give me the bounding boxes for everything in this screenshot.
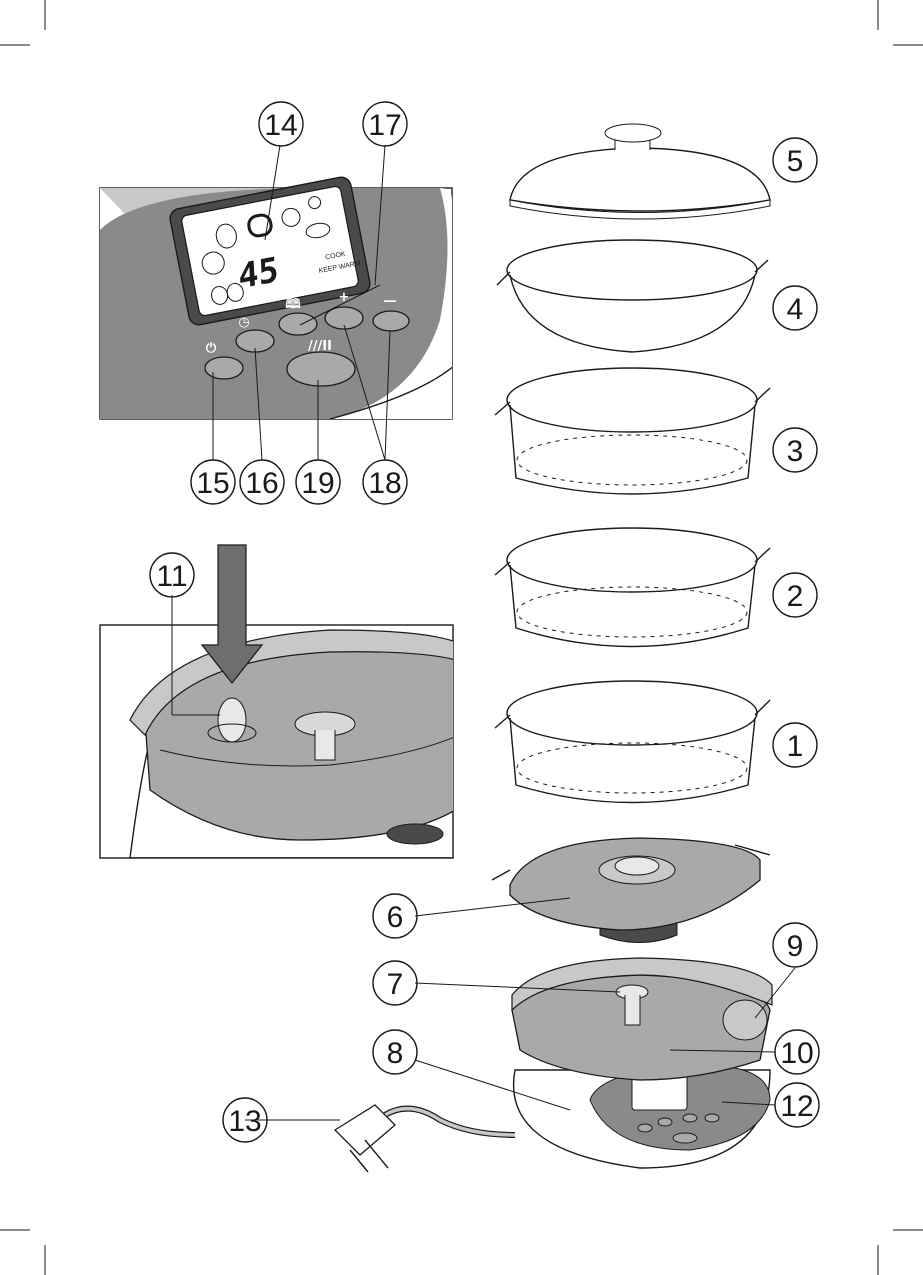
power-cord (333, 1104, 516, 1173)
svg-text:8: 8 (387, 1037, 404, 1070)
egg-icon (308, 196, 322, 210)
svg-text:12: 12 (780, 1090, 813, 1123)
svg-text:6: 6 (387, 901, 404, 934)
fish-icon (201, 251, 225, 275)
minus-button[interactable] (372, 310, 410, 332)
basket-3 (494, 367, 771, 495)
svg-text:1: 1 (787, 730, 804, 763)
start-pause-button[interactable] (286, 351, 356, 387)
spout-handle (722, 999, 768, 1041)
callout-15: 15 (190, 459, 236, 505)
lid-knob (604, 123, 662, 143)
svg-text:11: 11 (156, 560, 187, 593)
callout-4: 4 (772, 285, 818, 331)
svg-text:15: 15 (196, 467, 229, 500)
timer-segment-icon (247, 213, 273, 238)
callout-10: 10 (774, 1029, 820, 1075)
svg-text:2: 2 (787, 580, 804, 613)
plug (333, 1104, 396, 1156)
svg-text:19: 19 (301, 467, 334, 500)
start-pause-glyph: ///II (308, 339, 332, 354)
svg-text:7: 7 (387, 968, 404, 1001)
callout-1: 1 (772, 722, 818, 768)
callout-2: 2 (772, 572, 818, 618)
callout-18: 18 (362, 459, 408, 505)
svg-text:5: 5 (787, 145, 804, 178)
basket-2 (494, 527, 771, 648)
callout-3: 3 (772, 427, 818, 473)
callouts: 14 17 15 16 19 18 11 5 4 3 2 1 6 9 7 8 1… (149, 101, 820, 1143)
water-level-window (386, 823, 444, 845)
svg-text:9: 9 (787, 930, 804, 963)
book-icon: 🕮 (285, 297, 300, 312)
menu-button[interactable] (278, 312, 318, 336)
power-icon: ⏻ (206, 341, 217, 356)
callout-14: 14 (258, 101, 304, 147)
callout-8: 8 (372, 1029, 418, 1075)
svg-text:18: 18 (368, 467, 401, 500)
plus-glyph: + (339, 290, 350, 305)
control-panel-inset: 45 COOK KEEP WARM ⏻ ◷ 🕮 + — ///II (99, 176, 453, 420)
callout-16: 16 (239, 459, 285, 505)
callout-6: 6 (372, 893, 418, 939)
vegetable-icon (215, 223, 237, 249)
chicken-icon (281, 207, 301, 227)
svg-text:4: 4 (787, 293, 804, 326)
svg-text:3: 3 (787, 435, 804, 468)
callout-13: 13 (222, 1097, 268, 1143)
clock-icon: ◷ (238, 315, 249, 330)
leader-lines (171, 144, 796, 1121)
callout-9: 9 (772, 922, 818, 968)
rice-bowl-icon (305, 222, 331, 239)
svg-text:16: 16 (245, 467, 278, 500)
svg-text:10: 10 (780, 1037, 813, 1070)
lcd-digits: 45 (237, 250, 279, 298)
minus-glyph: — (384, 294, 397, 309)
callout-12: 12 (774, 1082, 820, 1128)
svg-text:13: 13 (228, 1105, 261, 1138)
reservoir-inset (99, 544, 454, 859)
rice-bowl (496, 239, 769, 353)
callout-7: 7 (372, 960, 418, 1006)
svg-text:14: 14 (264, 109, 297, 142)
steam-diffuser (614, 856, 660, 876)
lid (509, 123, 771, 220)
base-unit (511, 957, 773, 1169)
svg-text:17: 17 (368, 109, 401, 142)
drip-tray (491, 837, 771, 943)
on-off-button[interactable] (204, 356, 244, 380)
fill-arrow (200, 544, 264, 684)
callout-11: 11 (149, 552, 195, 598)
basket-1 (494, 680, 771, 804)
callout-5: 5 (772, 137, 818, 183)
plus-button[interactable] (324, 306, 364, 330)
lcd-cook-label: COOK (325, 251, 347, 262)
callout-17: 17 (362, 101, 408, 147)
water-inlet-knob (217, 697, 247, 743)
callout-19: 19 (295, 459, 341, 505)
